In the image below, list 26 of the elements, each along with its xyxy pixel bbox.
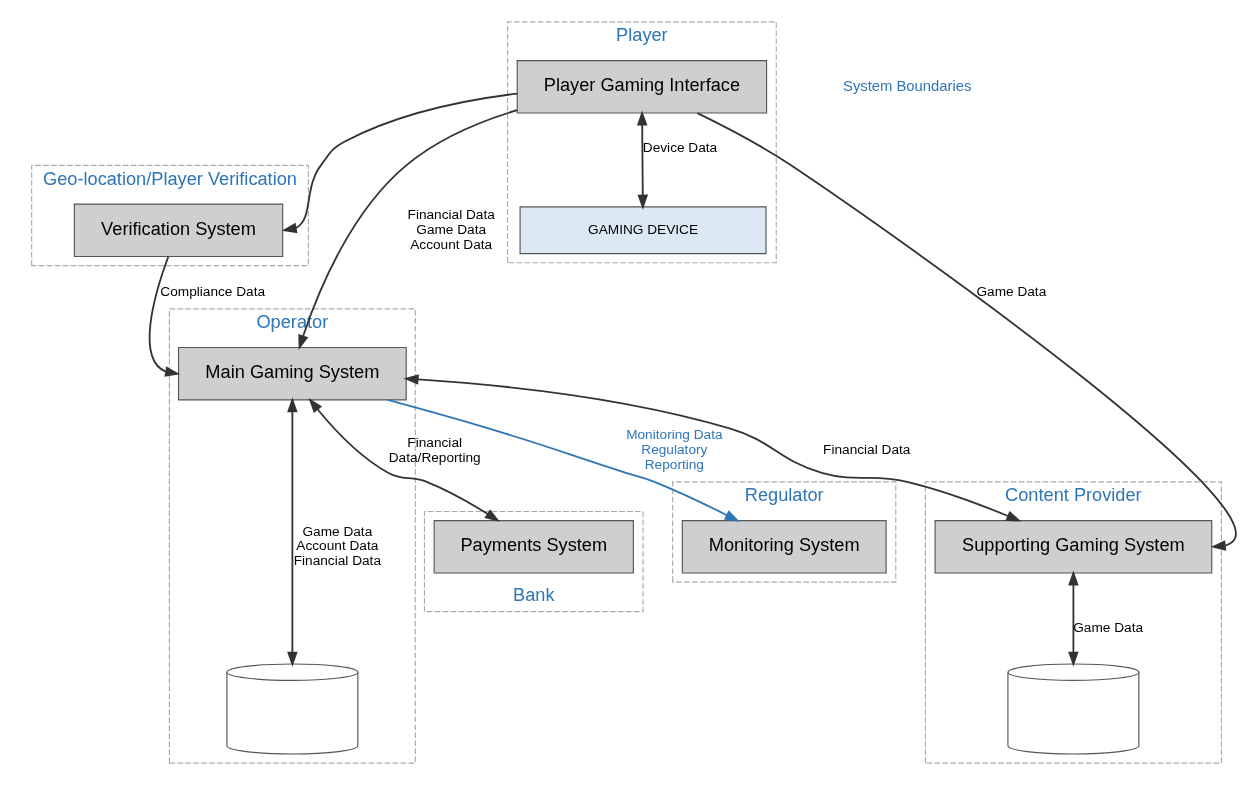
- arrow: [298, 109, 519, 350]
- arrow: [696, 112, 1237, 551]
- edge-label: Financial Data/Reporting: [388, 434, 481, 465]
- arrow: [386, 399, 740, 522]
- node-box: GAMING DEVICE: [519, 206, 767, 255]
- arrow: [281, 92, 519, 234]
- edge-label: Device Data: [642, 140, 718, 156]
- edge-label: Financial Data: [823, 442, 911, 458]
- arrow: [636, 110, 649, 210]
- edge-label: Game Data: [976, 283, 1047, 299]
- arrow: [287, 397, 298, 667]
- edge-label: Monitoring Data Regulatory Reporting: [626, 427, 723, 472]
- node-box: Payments System: [433, 520, 634, 574]
- node-box: Supporting Gaming System: [934, 520, 1213, 574]
- node-box: Main Gaming System: [177, 346, 407, 401]
- label: System Boundaries: [843, 77, 972, 94]
- node-box: Monitoring System: [681, 520, 887, 574]
- edge-label: Compliance Data: [160, 283, 266, 299]
- arrow: [1068, 570, 1079, 667]
- arrow: [403, 374, 1022, 522]
- arrow: [308, 397, 500, 522]
- edge-label: Game Data: [1073, 619, 1144, 635]
- node-box: Verification System: [73, 203, 284, 257]
- node-box: Player Gaming Interface: [516, 60, 768, 114]
- edge-label: Game Data Account Data Financial Data: [293, 523, 381, 569]
- edge-label: Financial Data Game Data Account Data: [407, 206, 495, 252]
